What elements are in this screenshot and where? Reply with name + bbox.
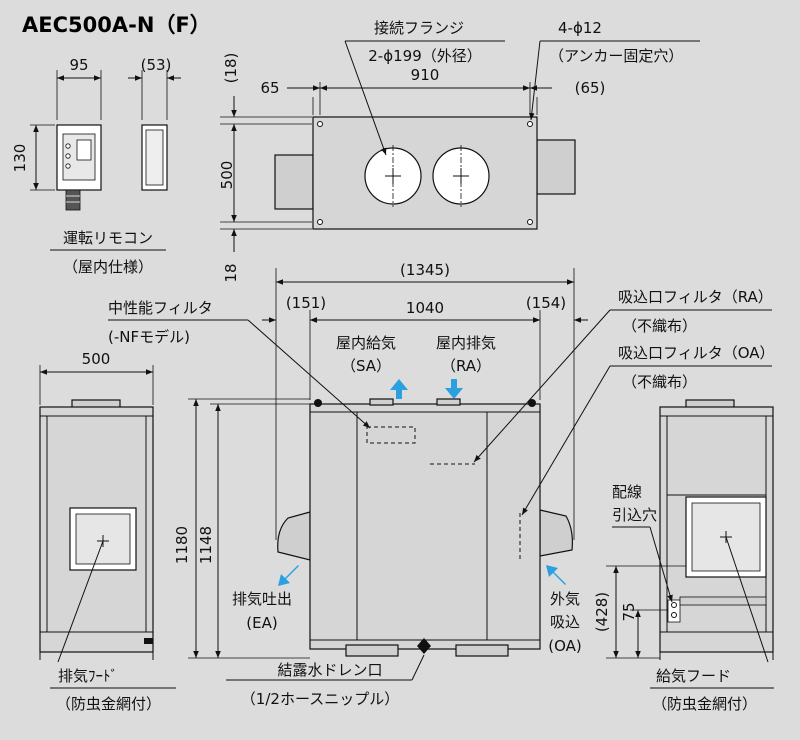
- front-oa-hood: [539, 509, 573, 557]
- oa-airflow-arrow: [546, 565, 566, 585]
- top-left-dim: 65: [260, 79, 279, 97]
- oa-code: (OA): [548, 637, 582, 655]
- top-right-dim: (65): [575, 79, 606, 97]
- flange-spec: 2-ϕ199（外径）: [368, 47, 481, 65]
- front-view: 屋内給気 （SA） 屋内排気 （RA） 排気吐出 (EA) 外気 吸込 (OA)…: [108, 261, 588, 708]
- dim-75: 75: [620, 602, 638, 621]
- oa-filter-label: 吸込口フィルタ（OA）: [618, 344, 775, 362]
- front-center-dim: 1040: [406, 299, 444, 317]
- front-left-dim: (151): [286, 294, 326, 312]
- drawing-title: AEC500A-N（F）: [22, 13, 211, 37]
- oa-filter-label-sub: （不織布）: [622, 373, 697, 391]
- oa-label-2: 吸込: [550, 613, 580, 631]
- drain-port: [417, 638, 431, 654]
- anchor-label: 4-ϕ12: [558, 19, 602, 37]
- ra-label: 屋内排気: [436, 334, 496, 352]
- remote-width-dim: 95: [69, 56, 88, 74]
- top-depth-dim: 500: [218, 161, 236, 190]
- front-ea-hood: [277, 511, 311, 561]
- left-depth-dim: 500: [82, 350, 111, 368]
- drain-label-sub: （1/2ホースニップル）: [241, 690, 399, 708]
- front-body: [309, 403, 541, 650]
- front-total-height-dim: 1180: [173, 526, 191, 564]
- top-view-right-duct: [536, 139, 576, 195]
- front-body-height-dim: 1148: [197, 526, 215, 564]
- mid-filter-label: 中性能フィルタ: [108, 299, 213, 317]
- wiring-label-2: 引込穴: [612, 506, 657, 524]
- wiring-holes: [667, 599, 681, 623]
- remote-label-sub: （屋内仕様）: [63, 258, 153, 276]
- ra-filter-label-sub: （不織布）: [622, 317, 697, 335]
- exhaust-hood-label-sub: （防虫金網付）: [56, 695, 161, 713]
- remote-cable: [65, 189, 81, 211]
- supply-hood-label: 給気フード: [656, 667, 731, 685]
- sa-airflow-arrow: [390, 379, 408, 399]
- dim-428: (428): [593, 592, 611, 632]
- remote-controller-views: 95 (53) 130 運転リモコン （屋内仕様）: [11, 56, 181, 276]
- ra-airflow-arrow: [445, 379, 463, 399]
- oa-label-1: 外気: [550, 590, 580, 608]
- mid-filter-outline: [366, 426, 416, 444]
- front-right-dim: (154): [526, 294, 566, 312]
- ra-filter-label: 吸込口フィルタ（RA）: [618, 288, 773, 306]
- remote-display: [76, 139, 92, 161]
- top-bottom-dim: 18: [222, 263, 240, 282]
- top-view-left-duct: [274, 154, 314, 210]
- flange-label: 接続フランジ: [374, 19, 464, 37]
- top-span-dim: 910: [411, 66, 440, 84]
- drain-label: 結露水ドレン口: [277, 661, 382, 679]
- remote-height-dim: 130: [11, 144, 29, 173]
- supply-hood-label-sub: （防虫金網付）: [652, 695, 757, 713]
- front-overall-dim: (1345): [400, 261, 450, 279]
- ea-code: (EA): [246, 614, 277, 632]
- remote-label: 運転リモコン: [63, 229, 153, 247]
- exhaust-hood-label: 排気ﾌｰﾄﾞ: [58, 667, 118, 685]
- ra-code: （RA）: [441, 357, 491, 375]
- filter-callouts: 吸込口フィルタ（RA） （不織布） 吸込口フィルタ（OA） （不織布）: [473, 288, 775, 516]
- left-side-view: 500 排気ﾌｰﾄﾞ （防虫金網付）: [39, 350, 176, 713]
- ea-label: 排気吐出: [232, 590, 292, 608]
- sa-code: （SA）: [341, 357, 391, 375]
- top-top-dim: (18): [222, 53, 240, 84]
- anchor-label-sub: （アンカー固定穴）: [549, 47, 683, 65]
- sa-label: 屋内給気: [336, 334, 396, 352]
- top-view-body: [312, 116, 538, 230]
- mid-filter-label-sub: (-NFモデル): [108, 328, 190, 346]
- top-view: 接続フランジ 2-ϕ199（外径） 4-ϕ12 （アンカー固定穴） 910 65…: [218, 19, 700, 283]
- right-side-view: 配線 引込穴 (428) 75 給気フード （防虫金網付）: [593, 399, 774, 713]
- remote-depth-dim: (53): [141, 56, 172, 74]
- ea-airflow-arrow: [278, 565, 299, 586]
- wiring-label-1: 配線: [612, 483, 642, 501]
